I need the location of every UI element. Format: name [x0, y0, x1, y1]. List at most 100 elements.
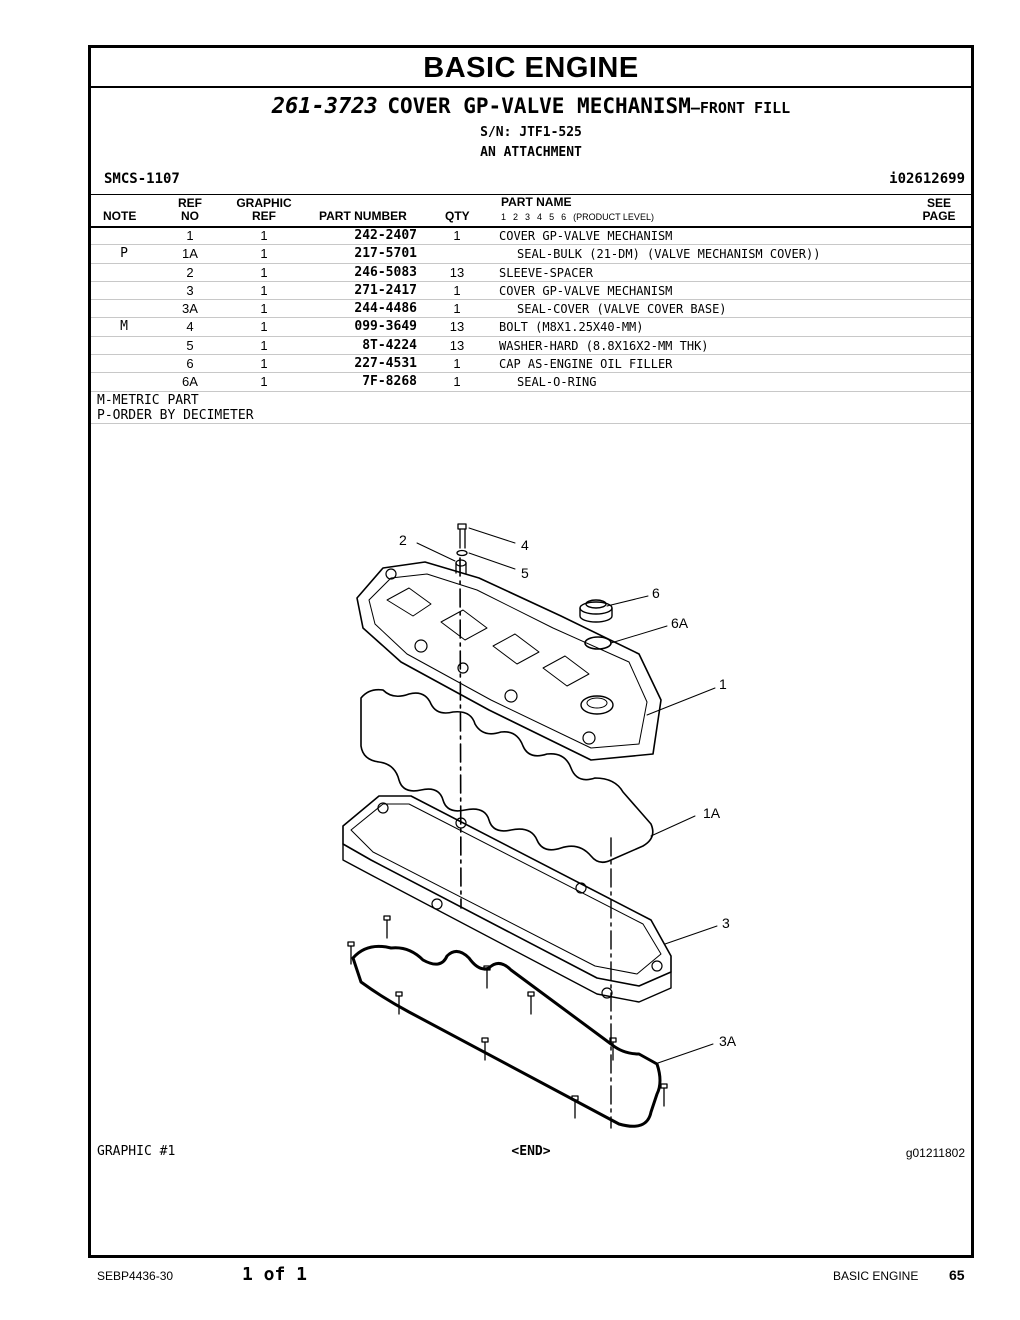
col-see-bottom: PAGE: [922, 209, 956, 223]
group-name: COVER GP-VALVE MECHANISM: [387, 94, 691, 118]
washer-part: [456, 549, 468, 557]
row-qty: 1: [453, 356, 461, 372]
row-part-number: 099-3649: [354, 319, 417, 335]
col-part-number: PART NUMBER: [319, 209, 407, 223]
product-level-7: (PRODUCT LEVEL): [573, 212, 654, 222]
col-graphic-bottom: REF: [252, 209, 276, 223]
row-part-name: BOLT (M8X1.25X40-MM): [499, 320, 644, 335]
row-graphic-ref: 1: [260, 282, 268, 298]
row-part-name: COVER GP-VALVE MECHANISM: [499, 283, 673, 298]
row-qty: 1: [453, 374, 461, 390]
graphic-number: g01211802: [905, 1146, 965, 1160]
row-part-name: SEAL-COVER (VALVE COVER BASE): [517, 302, 727, 317]
callout-4: 4: [521, 537, 529, 553]
callout-3: 3: [722, 915, 730, 931]
row-graphic-ref: 1: [260, 337, 268, 353]
footer-section: BASIC ENGINE: [833, 1269, 919, 1283]
row-part-name: SEAL-O-RING: [517, 375, 597, 390]
callout-3a: 3A: [719, 1033, 737, 1049]
assembly-centerline: [459, 557, 462, 909]
row-note: P: [120, 246, 128, 262]
section-title: BASIC ENGINE: [91, 48, 971, 88]
serial-number: S/N: JTF1-525: [480, 125, 582, 140]
callout-6a: 6A: [671, 615, 689, 631]
table-row: P 1A 1 217-5701 SEAL-BULK (21-DM) (VALVE MEC…: [91, 245, 971, 264]
product-level-5: 5: [549, 212, 555, 222]
col-graphic-top: GRAPHIC: [236, 196, 292, 210]
row-part-name: WASHER-HARD (8.8X16X2-MM THK): [499, 338, 709, 353]
illustration-id: i02612699: [889, 171, 965, 187]
row-graphic-ref: 1: [260, 228, 268, 243]
row-part-number: 8T-4224: [362, 337, 417, 353]
oil-filler-cap-part: [579, 599, 613, 623]
notes-divider: [91, 423, 971, 424]
product-level-1: 1: [501, 212, 507, 222]
stud-bolts: [347, 915, 668, 1119]
row-part-number: 217-5701: [354, 246, 417, 262]
row-part-name: CAP AS-ENGINE OIL FILLER: [499, 357, 673, 372]
row-ref-no: 6A: [182, 374, 198, 390]
group-qualifier: —FRONT FILL: [690, 99, 791, 117]
row-part-name: COVER GP-VALVE MECHANISM: [499, 229, 673, 243]
row-qty: 13: [449, 337, 465, 353]
row-note: M: [120, 319, 128, 335]
row-graphic-ref: 1: [260, 264, 268, 280]
end-marker: <END>: [511, 1144, 551, 1159]
note-metric: M-METRIC PART: [97, 393, 199, 408]
row-part-number: 244-4486: [354, 301, 417, 317]
row-ref-no: 1A: [182, 246, 198, 262]
lower-valve-cover-part: [342, 795, 672, 1003]
row-part-number: 7F-8268: [362, 374, 417, 390]
col-ref-bottom: NO: [181, 209, 199, 223]
callout-5: 5: [521, 565, 529, 581]
o-ring-part: [584, 636, 612, 650]
group-headline: 261-3723 COVER GP-VALVE MECHANISM—FRONT …: [91, 94, 971, 119]
table-row: 6A 1 7F-8268 1 SEAL-O-RING: [91, 373, 971, 392]
row-part-name: SLEEVE-SPACER: [499, 265, 593, 280]
group-part-number: 261-3723: [271, 94, 378, 119]
page-frame: BASIC ENGINE 261-3723 COVER GP-VALVE MEC…: [88, 45, 974, 1258]
row-part-name: SEAL-BULK (21-DM) (VALVE MECHANISM COVER…: [517, 247, 821, 262]
product-level-2: 2: [513, 212, 519, 222]
row-part-number: 227-4531: [354, 356, 417, 372]
row-qty: 13: [449, 319, 465, 335]
cover-seal-part: [351, 944, 662, 1128]
row-graphic-ref: 1: [260, 246, 268, 262]
callout-2: 2: [399, 532, 407, 548]
callout-1: 1: [719, 676, 727, 692]
callout-6: 6: [652, 585, 660, 601]
callout-labels: 2 4 5 6 6A 1 1A 3 3A: [399, 532, 737, 1049]
row-graphic-ref: 1: [260, 374, 268, 390]
col-see-top: SEE: [926, 196, 951, 210]
col-qty: QTY: [445, 209, 470, 223]
row-ref-no: 1: [186, 228, 194, 243]
row-ref-no: 3A: [182, 301, 198, 317]
bulk-seal-part: [360, 688, 654, 864]
column-header-divider: [91, 226, 971, 228]
smcs-code: SMCS-1107: [104, 171, 180, 187]
row-ref-no: 3: [186, 282, 194, 298]
footer-doc-number: SEBP4436-30: [97, 1269, 174, 1283]
product-level-3: 3: [525, 212, 531, 222]
row-qty: 13: [449, 264, 465, 280]
row-ref-no: 6: [186, 356, 194, 372]
product-level-6: 6: [561, 212, 567, 222]
row-part-number: 271-2417: [354, 282, 417, 298]
note-decimeter: P-ORDER BY DECIMETER: [97, 408, 254, 423]
footer-page-number: 65: [949, 1267, 965, 1283]
valve-cover-part: [356, 561, 662, 761]
footer-page-of: 1 of 1: [242, 1264, 308, 1285]
callout-leaders: [416, 527, 718, 1065]
row-part-number: 246-5083: [354, 264, 417, 280]
row-qty: 1: [453, 228, 461, 243]
